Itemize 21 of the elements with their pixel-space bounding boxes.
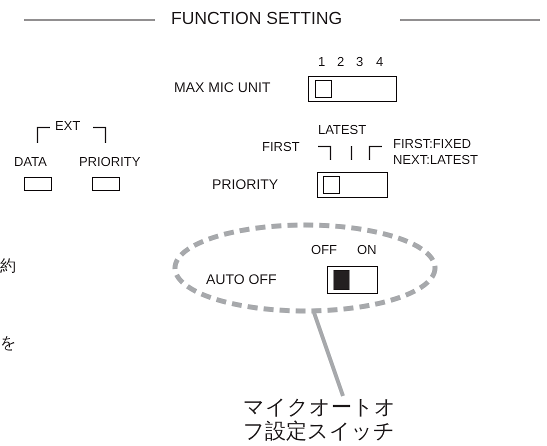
cut-off-text: 約: [0, 259, 16, 275]
position-number: 1: [318, 55, 326, 68]
position-number: 2: [337, 55, 344, 68]
setting-label: PRIORITY: [212, 177, 278, 191]
position-label: FIRST: [262, 140, 300, 153]
indicator-label: DATA: [14, 155, 47, 168]
position-label: LATEST: [318, 123, 366, 136]
position-label: OFF: [311, 243, 337, 256]
indicator-label: PRIORITY: [79, 155, 140, 168]
position-number: 4: [376, 55, 384, 68]
position-label: ON: [357, 243, 376, 256]
cut-off-text: を: [0, 336, 16, 352]
setting-label: MAX MIC UNIT: [174, 80, 270, 94]
position-number: 3: [356, 55, 364, 68]
dashed-highlight-ellipse: [172, 222, 438, 314]
setting-label: AUTO OFF: [206, 272, 277, 286]
section-title: FUNCTION SETTING: [171, 10, 342, 28]
position-label: FIRST:FIXED NEXT:LATEST: [393, 136, 480, 168]
group-label: EXT: [55, 119, 80, 132]
callout-text: マイクオートオフ設定スイッチ: [243, 396, 415, 446]
leader-line: [312, 312, 345, 397]
